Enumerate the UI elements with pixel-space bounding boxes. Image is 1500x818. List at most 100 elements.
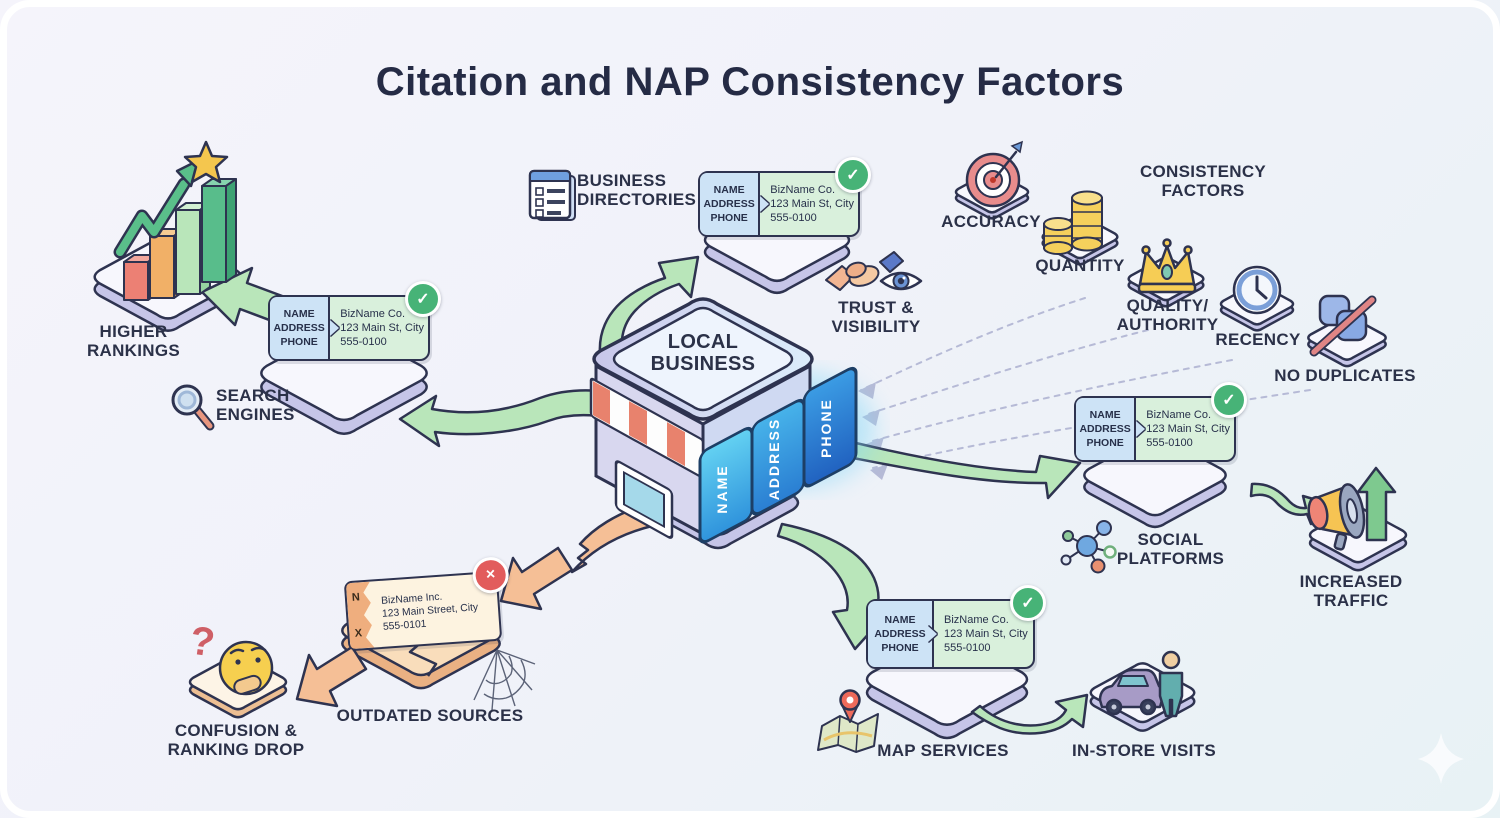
label-higher-rankings: HIGHER RANKINGS [86,322,181,361]
share-network-icon [1060,520,1117,574]
nap-field-phone: PHONE [881,642,919,654]
car-icon [1098,668,1164,716]
svg-text:NAME: NAME [714,464,730,513]
nap-value-phone: 555-0100 [944,642,991,654]
nap-value-name: BizName Co. [1146,409,1212,421]
check-icon: ✓ [1211,382,1247,418]
label-consistency-factors: CONSISTENCY FACTORS [1139,162,1267,201]
nap-fields-panel: NAME ADDRESS PHONE [868,601,934,667]
label-recency: RECENCY [1215,330,1301,349]
nap-value-name: BizName Co. [770,184,836,196]
nap-field-name: NAME [1089,409,1121,421]
nap-value-address: 123 Main St, City [944,628,1028,640]
chevron-divider [1136,421,1145,437]
nap-card-map-services: NAME ADDRESS PHONE BizName Co. 123 Main … [866,585,1046,669]
chevron-divider [330,320,339,336]
label-search-engines: SEARCH ENGINES [216,386,295,425]
eye-icon [879,271,923,291]
nap-fields-panel: NAME ADDRESS PHONE [1076,398,1137,460]
nap-value-phone: 555-0100 [770,212,817,224]
nap-value-address: 123 Main St, City [770,198,854,210]
nap-value-phone: 555-0100 [340,336,387,348]
nap-card-search-engines: NAME ADDRESS PHONE BizName Co. 123 Main … [268,281,441,361]
arrow-to-confusion [295,645,368,708]
building-roof-sign-panel [612,306,794,412]
arrow-to-social-platforms [851,441,1082,500]
no-duplicates-icon [1309,294,1377,357]
nap-values-panel: BizName Co. 123 Main St, City 555-0100 [330,297,428,359]
nap-field-address: ADDRESS [874,628,926,640]
sparkle-icon [1418,733,1464,784]
nap-values-panel: BizName Co. 123 Main St, City 555-0100 [1136,398,1234,460]
arrow-to-in-store-visits [970,693,1089,735]
nap-card-business-directories: NAME ADDRESS PHONE BizName Co. 123 Main … [698,157,871,237]
target-icon [965,140,1024,208]
map-pin-icon [817,689,879,753]
torn-field-x: X [354,627,363,640]
nap-field-phone: PHONE [280,336,318,348]
nap-field-address: ADDRESS [273,322,325,334]
label-no-duplicates: NO DUPLICATES [1274,366,1416,385]
page-title: Citation and NAP Consistency Factors [375,60,1125,104]
torn-field-n: N [351,591,361,604]
nap-field-name: NAME [283,308,315,320]
label-outdated-sources: OUTDATED SOURCES [336,706,524,725]
coins-icon [1043,190,1103,255]
chevron-divider [928,626,937,642]
person-icon [1158,650,1184,718]
nap-field-name: NAME [884,614,916,626]
broken-arrow-upper-piece [570,503,654,574]
nap-card-social-platforms: NAME ADDRESS PHONE BizName Co. 123 Main … [1074,382,1247,462]
window-icon [614,460,674,539]
check-icon: ✓ [405,281,441,317]
nap-value-address: 123 Main St, City [340,322,424,334]
nap-value-name: BizName Co. [944,614,1009,626]
handshake-icon [825,251,904,291]
svg-text:PHONE: PHONE [818,398,834,458]
nap-block-address: ADDRESS [750,398,806,516]
label-business-directories: BUSINESS DIRECTORIES [577,171,697,210]
label-in-store-visits: IN-STORE VISITS [1072,741,1216,760]
nap-value-name: BizName Co. [340,308,406,320]
label-quantity: QUANTITY [1035,256,1125,275]
megaphone-icon [1307,483,1366,551]
nap-field-phone: PHONE [710,212,748,224]
nap-field-address: ADDRESS [1079,423,1131,435]
crown-icon [1137,238,1197,294]
spider-web-icon [473,649,536,711]
up-arrow-icon [1356,466,1397,542]
nap-values-panel: BizName Co. 123 Main St, City 555-0100 [760,173,858,235]
thinking-face-icon [218,640,274,696]
chevron-divider [760,196,769,212]
search-icon [171,384,215,431]
nap-values-panel: BizName Co. 123 Main St, City 555-0100 [934,601,1033,667]
svg-text:ADDRESS: ADDRESS [766,418,782,500]
nap-field-phone: PHONE [1086,437,1124,449]
awning-icon [589,377,705,479]
clock-icon [1232,265,1282,315]
label-increased-traffic: INCREASED TRAFFIC [1299,572,1403,611]
label-trust-visibility: TRUST & VISIBILITY [831,298,921,337]
nap-block-name: NAME [698,426,754,544]
check-icon: ✓ [835,157,871,193]
local-business-building: NAME ADDRESS PHONE [589,297,875,544]
label-accuracy: ACCURACY [941,212,1041,231]
nap-fields-panel: NAME ADDRESS PHONE [700,173,761,235]
bar-chart-icon [123,178,237,301]
directory-icon [528,169,576,221]
label-confusion-ranking-drop: CONFUSION & RANKING DROP [167,721,305,760]
label-quality-authority: QUALITY/ AUTHORITY [1116,296,1219,335]
star-icon [183,140,229,184]
nap-value-phone: 555-0100 [1146,437,1193,449]
nap-field-name: NAME [713,184,745,196]
nap-block-phone: PHONE [802,366,858,488]
check-icon: ✓ [1010,585,1046,621]
nap-value-address: 123 Main St, City [1146,423,1230,435]
outdated-nap-card: N X BizName Inc. 123 Main Street, City 5… [343,555,510,652]
label-social-platforms: SOCIAL PLATFORMS [1116,530,1225,569]
nap-field-address: ADDRESS [703,198,755,210]
broken-arrow-head-piece [499,546,574,611]
nap-fields-panel: NAME ADDRESS PHONE [270,297,331,359]
